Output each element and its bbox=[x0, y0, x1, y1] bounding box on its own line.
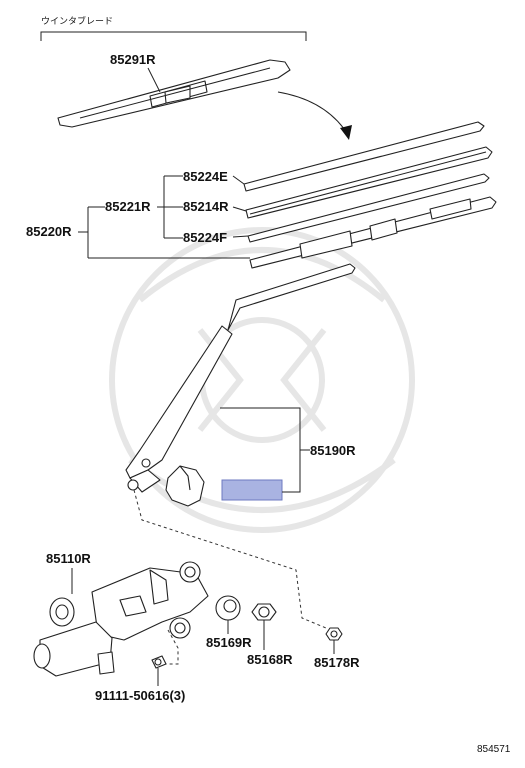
label-85224F: 85224F bbox=[183, 230, 227, 245]
wiper-blade-assembly bbox=[57, 59, 291, 128]
label-85224E: 85224E bbox=[183, 169, 228, 184]
diagram-title: ウインタブレード bbox=[41, 15, 113, 27]
bracket-85221R bbox=[157, 175, 183, 239]
bracket-85190R bbox=[220, 407, 301, 493]
blade-rubber-strip-middle bbox=[245, 146, 493, 219]
arm-cap bbox=[165, 465, 205, 507]
header-bracket bbox=[40, 31, 307, 41]
grommet bbox=[215, 595, 241, 621]
label-85291R: 85291R bbox=[110, 52, 156, 67]
label-85168R: 85168R bbox=[247, 652, 293, 667]
label-85110R: 85110R bbox=[46, 551, 91, 566]
dashed-assembly-line bbox=[133, 489, 327, 629]
label-85220R: 85220R bbox=[26, 224, 72, 239]
arrow-head-icon bbox=[340, 125, 352, 140]
blade-rubber-assembly bbox=[249, 196, 497, 269]
label-85214R: 85214R bbox=[183, 199, 229, 214]
nut-cushion bbox=[251, 603, 277, 621]
blade-rubber-strip-lower bbox=[247, 173, 490, 243]
dashed-bolt-line bbox=[162, 629, 179, 665]
wiper-motor bbox=[33, 561, 209, 677]
label-85169R: 85169R bbox=[206, 635, 252, 650]
label-85190R: 85190R bbox=[310, 443, 356, 458]
label-85178R: 85178R bbox=[314, 655, 360, 670]
curved-arrow bbox=[277, 91, 348, 134]
nut bbox=[325, 627, 343, 641]
bolt bbox=[151, 655, 167, 669]
diagram-id: 854571 bbox=[477, 744, 511, 755]
watermark-emblem bbox=[109, 227, 415, 533]
highlight-box bbox=[221, 479, 283, 501]
label-85221R: 85221R bbox=[105, 199, 151, 214]
blade-rubber-strip-upper bbox=[243, 121, 485, 192]
bracket-85220R bbox=[78, 206, 250, 259]
wiper-arm bbox=[125, 263, 356, 493]
label-91111-50616: 91111-50616(3) bbox=[95, 688, 185, 703]
